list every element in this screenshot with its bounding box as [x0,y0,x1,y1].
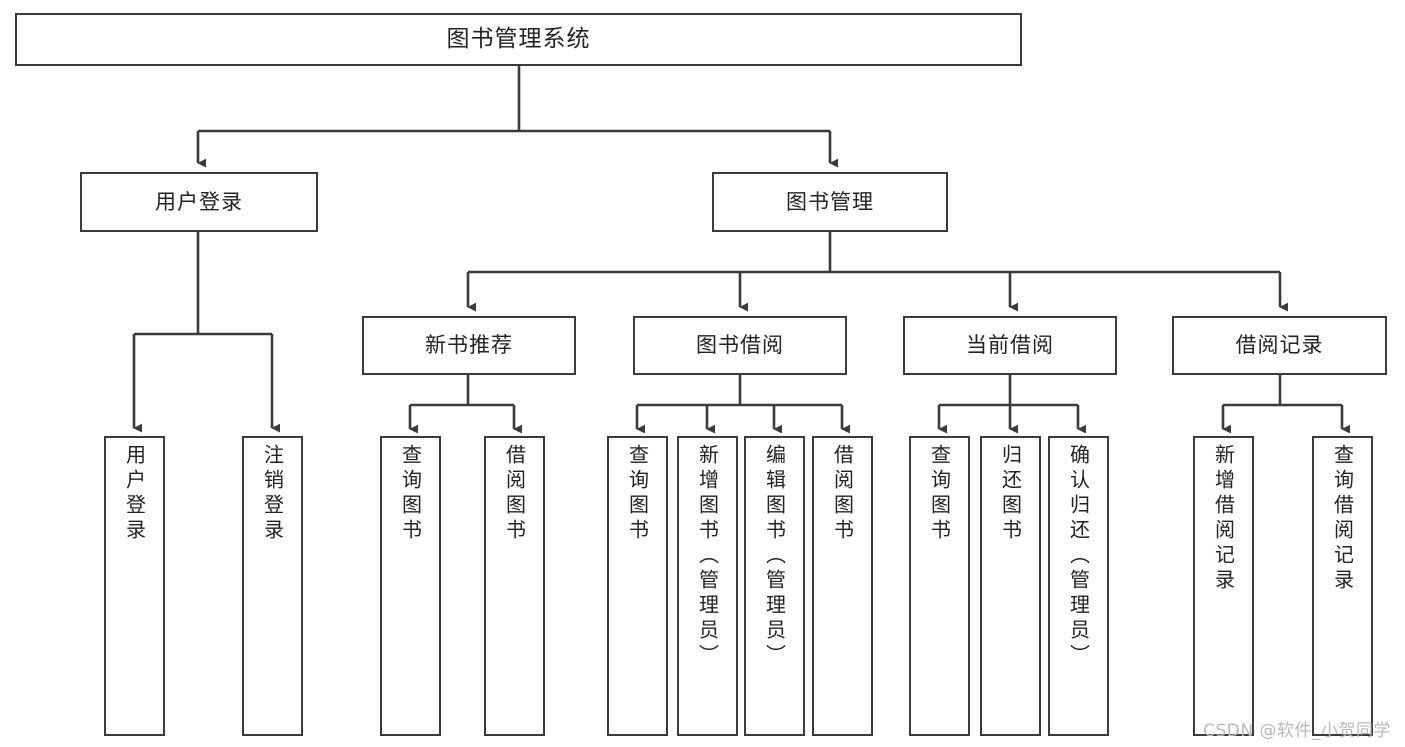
node-label: 查询图书 [398,444,423,544]
leaf-query-book-recommend[interactable]: 查询图书 [380,436,441,736]
leaf-borrow-book[interactable]: 借阅图书 [812,436,873,736]
node-label: 借阅图书 [502,444,527,544]
node-book-borrow[interactable]: 图书借阅 [633,316,847,375]
leaf-user-login[interactable]: 用户登录 [104,436,165,736]
node-label: 借阅图书 [830,444,855,544]
node-label: 新书推荐 [425,333,513,358]
leaf-add-borrow-record[interactable]: 新增借阅记录 [1193,436,1254,736]
leaf-add-book-admin[interactable]: 新增图书（管理员） [677,436,738,736]
watermark: CSDN @软件_小贺同学 [1203,721,1391,741]
node-label: 确认归还（管理员） [1066,444,1091,669]
node-label: 查询图书 [927,444,952,544]
node-label: 查询图书 [625,444,650,544]
leaf-query-borrow-record[interactable]: 查询借阅记录 [1312,436,1373,736]
node-label: 用户登录 [155,189,243,214]
node-label: 归还图书 [998,444,1023,544]
node-label: 当前借阅 [966,333,1054,358]
node-book-management[interactable]: 图书管理 [712,172,948,232]
leaf-query-book-borrow[interactable]: 查询图书 [607,436,668,736]
node-label: 编辑图书（管理员） [762,444,787,669]
leaf-edit-book-admin[interactable]: 编辑图书（管理员） [744,436,805,736]
node-label: 图书管理系统 [446,26,591,53]
node-borrow-record[interactable]: 借阅记录 [1172,316,1387,375]
node-new-book-recommend[interactable]: 新书推荐 [362,316,576,375]
leaf-borrow-book-recommend[interactable]: 借阅图书 [484,436,545,736]
node-label: 新增借阅记录 [1211,444,1236,594]
node-label: 图书借阅 [696,333,784,358]
leaf-query-book-current[interactable]: 查询图书 [909,436,970,736]
node-user-login[interactable]: 用户登录 [80,172,318,232]
node-label: 注销登录 [260,444,285,544]
leaf-logout[interactable]: 注销登录 [242,436,303,736]
node-label: 借阅记录 [1235,333,1324,358]
node-root-system[interactable]: 图书管理系统 [15,13,1022,66]
node-label: 新增图书（管理员） [695,444,720,669]
leaf-return-book[interactable]: 归还图书 [980,436,1041,736]
node-current-borrow[interactable]: 当前借阅 [903,316,1117,375]
leaf-confirm-return-admin[interactable]: 确认归还（管理员） [1048,436,1109,736]
node-label: 图书管理 [786,189,874,214]
node-label: 用户登录 [122,444,147,544]
node-label: 查询借阅记录 [1330,444,1355,594]
